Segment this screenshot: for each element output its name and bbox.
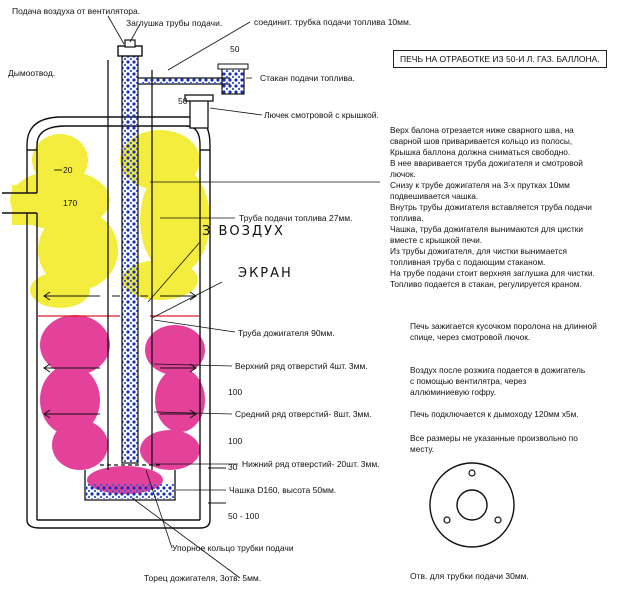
notes-dimensions: Все размеры не указанные произвольно по … xyxy=(410,433,578,455)
fuel-cup-glass xyxy=(217,63,249,95)
note-line: спице, через смотровой лючок. xyxy=(410,332,531,342)
dim-50-top: 50 xyxy=(230,44,240,54)
notes-ignition: Печь зажигается кусочком поролона на дли… xyxy=(410,321,597,343)
label-air-supply: Подача воздуха от вентилятора. xyxy=(12,6,141,16)
dim-100-a: 100 xyxy=(228,387,243,397)
cylinder-shell xyxy=(2,116,211,529)
afterburner-pipe xyxy=(107,60,153,470)
notes-chimney: Печь подключается к дымоходу 120мм х5м. xyxy=(410,409,579,420)
dim-50-hatch: 50 xyxy=(178,96,188,106)
feed-pipe xyxy=(117,39,143,464)
dim-30: 30 xyxy=(228,462,238,472)
note-line: Печь подключается к дымоходу 120мм х5м. xyxy=(410,409,579,419)
note-line: Все размеры не указанные произвольно по xyxy=(410,433,578,443)
note-line: топливная труба с подающим стаканом. xyxy=(390,257,546,267)
note-line: Крышка баллона должна сниматься свободно… xyxy=(390,147,571,157)
note-line: аллюминиевую гофру. xyxy=(410,387,496,397)
fuel-in-connector xyxy=(142,78,230,84)
note-line: Топливо подается в стакан, регулируется … xyxy=(390,279,582,289)
label-air-handwritten: З ВОЗДУХ xyxy=(202,224,285,239)
note-line: подвешивается чашка. xyxy=(390,191,479,201)
air-arrows xyxy=(43,291,197,419)
note-line: месту. xyxy=(410,444,434,454)
label-cup: Чашка D160, высота 50мм. xyxy=(229,485,337,495)
note-line: Снизу к трубе дожигателя на 3-х прутках … xyxy=(390,180,570,190)
label-chimney: Дымоотвод. xyxy=(8,68,56,78)
note-line: В нее вваривается труба дожигателя и смо… xyxy=(390,158,583,168)
dim-170: 170 xyxy=(63,198,78,208)
notes-air: Воздух после розжига подается в дожигате… xyxy=(410,365,585,398)
label-feed-plug: Заглушка трубы подачи. xyxy=(126,18,223,28)
label-feed-pipe: Труба подачи топлива 27мм. xyxy=(239,213,353,223)
sight-hatch xyxy=(184,94,214,129)
note-line: с помощью вентилятра, через xyxy=(410,376,527,386)
dim-50-100: 50 - 100 xyxy=(228,511,260,521)
note-line: топлива. xyxy=(390,213,424,223)
label-sight-hatch: Лючек смотровой с крышкой. xyxy=(264,110,379,120)
title-box: ПЕЧЬ НА ОТРАБОТКЕ ИЗ 50-И Л. ГАЗ. БАЛЛОН… xyxy=(393,50,607,68)
note-line: лючок. xyxy=(390,169,416,179)
dim-100-b: 100 xyxy=(228,436,243,446)
plan-view-ring xyxy=(429,462,515,548)
dimension-lines xyxy=(54,169,226,504)
label-lower-holes: Нижний ряд отверстий- 20шт. 3мм. xyxy=(242,459,380,469)
note-line: Чашка, труба дожигателя вынимаются для ц… xyxy=(390,224,584,234)
label-screen-handwritten: ЭКРАН xyxy=(238,266,293,281)
yellow-flame-zone xyxy=(10,130,210,308)
label-connector-tube: соединит. трубка подачи топлива 10мм. xyxy=(254,17,412,27)
label-feed-hole: Отв. для трубки подачи 30мм. xyxy=(410,571,529,581)
notes-block: Верх балона отрезается ниже сварного шва… xyxy=(390,125,595,290)
note-line: Внутрь трубы дожигателя вставляется труб… xyxy=(390,202,592,212)
label-afterburner-end: Торец дожигателя, 3отв. 5мм. xyxy=(144,573,262,583)
label-fuel-cup: Стакан подачи топлива. xyxy=(260,73,355,83)
label-stop-ring: Упорное кольцо трубки подачи xyxy=(172,543,294,553)
note-line: Воздух после розжига подается в дожигате… xyxy=(410,365,586,375)
note-line: Верх балона отрезается ниже сварного шва… xyxy=(390,125,574,135)
dim-20: 20 xyxy=(63,165,73,175)
label-upper-holes: Верхний ряд отверстий 4шт. 3мм. xyxy=(235,361,368,371)
leader-lines xyxy=(107,15,380,579)
label-afterburner-pipe: Труба дожигателя 90мм. xyxy=(238,328,335,338)
note-line: вместе с крышкой печи. xyxy=(390,235,483,245)
title: ПЕЧЬ НА ОТРАБОТКЕ ИЗ 50-И Л. ГАЗ. БАЛЛОН… xyxy=(400,54,600,64)
label-middle-holes: Средний ряд отверстий- 8шт. 3мм. xyxy=(235,409,372,419)
note-line: сварной шов приваривается кольцо из поло… xyxy=(390,136,573,146)
note-line: На трубе подачи стоит верхняя заглушка д… xyxy=(390,268,595,278)
note-line: Из трубы дожигателя, для чистки вынимает… xyxy=(390,246,568,256)
note-line: Печь зажигается кусочком поролона на дли… xyxy=(410,321,597,331)
